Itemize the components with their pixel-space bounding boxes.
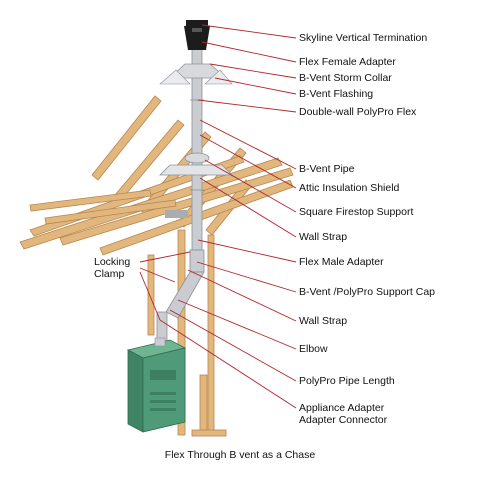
- label-pipe-length: PolyPro Pipe Length: [299, 375, 395, 387]
- label-elbow: Elbow: [299, 343, 328, 355]
- wall-studs: [147, 229, 227, 437]
- label-locking-clamp: Locking Clamp: [94, 256, 131, 280]
- label-wall-strap-upper: Wall Strap: [299, 231, 348, 243]
- flashing: [159, 63, 233, 85]
- label-skyline-termination: Skyline Vertical Termination: [299, 32, 428, 44]
- label-firestop: Square Firestop Support: [299, 206, 414, 218]
- label-storm-collar: B-Vent Storm Collar: [299, 72, 392, 84]
- leader-lines: [139, 24, 297, 409]
- label-flex-female-adapter: Flex Female Adapter: [299, 56, 396, 68]
- label-wall-strap-lower: Wall Strap: [299, 315, 348, 327]
- label-appliance-adapter: Appliance Adapter Adapter Connector: [299, 402, 388, 426]
- appliance: [126, 337, 187, 433]
- label-bvent-pipe: B-Vent Pipe: [299, 163, 355, 175]
- termination-cap: [184, 20, 210, 50]
- label-attic-shield: Attic Insulation Shield: [299, 182, 400, 194]
- attic-shield: [159, 152, 233, 218]
- diagram-caption: Flex Through B vent as a Chase: [164, 449, 316, 461]
- label-support-cap: B-Vent /PolyPro Support Cap: [299, 286, 435, 298]
- roof-rafters: [19, 95, 294, 256]
- label-flashing: B-Vent Flashing: [299, 88, 374, 100]
- label-polypro-flex: Double-wall PolyPro Flex: [299, 106, 417, 118]
- label-flex-male-adapter: Flex Male Adapter: [299, 256, 384, 268]
